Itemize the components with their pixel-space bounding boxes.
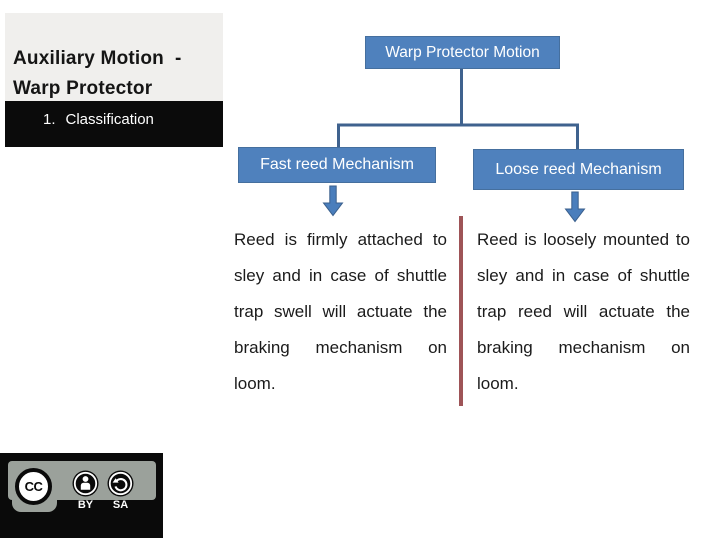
- text-line: trap reed will actuate the: [477, 302, 690, 321]
- cc-sa-label: SA: [112, 499, 129, 511]
- text-line: braking mechanism on: [477, 338, 690, 357]
- title-panel: Auxiliary Motion - Warp Protector: [5, 13, 223, 101]
- text-line: trap swell will actuate the: [234, 302, 447, 321]
- diagram-node-fast-reed: Fast reed Mechanism: [238, 147, 436, 183]
- diagram-node-root: Warp Protector Motion: [365, 36, 560, 69]
- diagram-node-fast-reed-label: Fast reed Mechanism: [260, 156, 414, 173]
- cc-by-label: BY: [77, 499, 94, 511]
- section-bar: 1. Classification: [5, 101, 223, 147]
- section-label: Classification: [65, 111, 154, 128]
- diagram-node-loose-reed: Loose reed Mechanism: [473, 149, 684, 190]
- text-line: sley and in case of shuttle: [234, 266, 447, 285]
- text-line: Reed is firmly attached to: [234, 230, 447, 249]
- text-line: braking mechanism on: [234, 338, 447, 357]
- cc-license-badge: CC BY SA: [0, 453, 163, 538]
- text-line: loom.: [477, 374, 519, 393]
- cc-sa-sharealike-icon: [107, 470, 134, 497]
- down-arrow-icon: [322, 185, 344, 217]
- page-title-line-1: Auxiliary Motion -: [13, 48, 182, 69]
- page-title-line-2: Warp Protector: [13, 78, 153, 99]
- cc-logo-icon: CC: [15, 468, 52, 505]
- cc-by-person-icon: [72, 470, 99, 497]
- cc-logo-letters: CC: [24, 479, 43, 494]
- loose-reed-description: Reed is loosely mounted to sley and in c…: [477, 222, 690, 402]
- column-divider: [459, 216, 463, 406]
- fast-reed-description: Reed is firmly attached to sley and in c…: [234, 222, 447, 402]
- text-line: Reed is loosely mounted to: [477, 230, 690, 249]
- diagram-node-loose-reed-label: Loose reed Mechanism: [495, 160, 662, 178]
- down-arrow-icon: [564, 191, 586, 223]
- text-line: loom.: [234, 374, 276, 393]
- diagram-node-root-label: Warp Protector Motion: [385, 43, 540, 61]
- text-line: sley and in case of shuttle: [477, 266, 690, 285]
- section-number: 1.: [43, 111, 56, 128]
